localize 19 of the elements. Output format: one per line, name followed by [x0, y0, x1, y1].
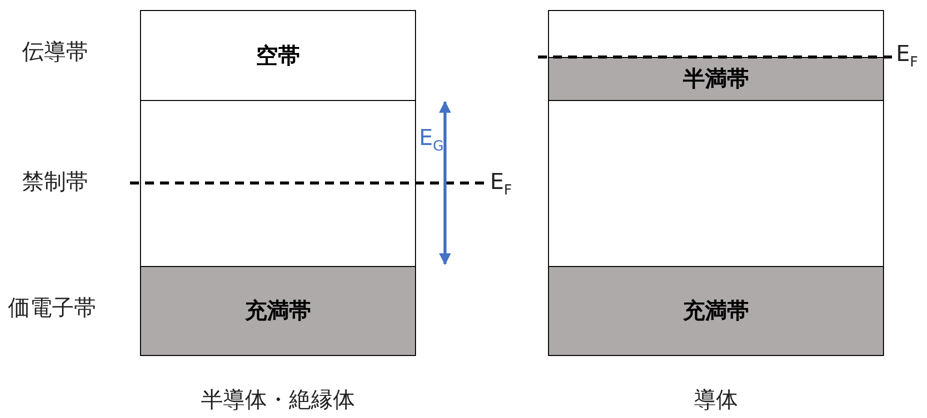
band-name: 禁制帯	[22, 172, 88, 194]
fermi-level-label: E$_{F}$	[490, 172, 512, 198]
fermi-level-label: E$_{F}$	[896, 44, 918, 70]
energy-band	[140, 10, 416, 101]
energy-band	[548, 10, 884, 58]
caption: 導体	[694, 390, 738, 412]
energy-band	[140, 100, 416, 268]
band-name: 価電子帯	[8, 298, 96, 320]
band-label: 半満帯	[683, 66, 749, 94]
energy-band	[548, 56, 884, 100]
caption: 半導体・絶縁体	[201, 390, 355, 412]
energy-band	[140, 266, 416, 356]
band-name: 伝導帯	[22, 42, 88, 64]
band-label: 充満帯	[245, 298, 311, 326]
energy-band	[548, 266, 884, 356]
energy-band	[548, 100, 884, 268]
band-label: 充満帯	[683, 298, 749, 326]
band-gap-label: E$_{G}$	[419, 128, 444, 154]
band-label: 空帯	[256, 42, 300, 70]
